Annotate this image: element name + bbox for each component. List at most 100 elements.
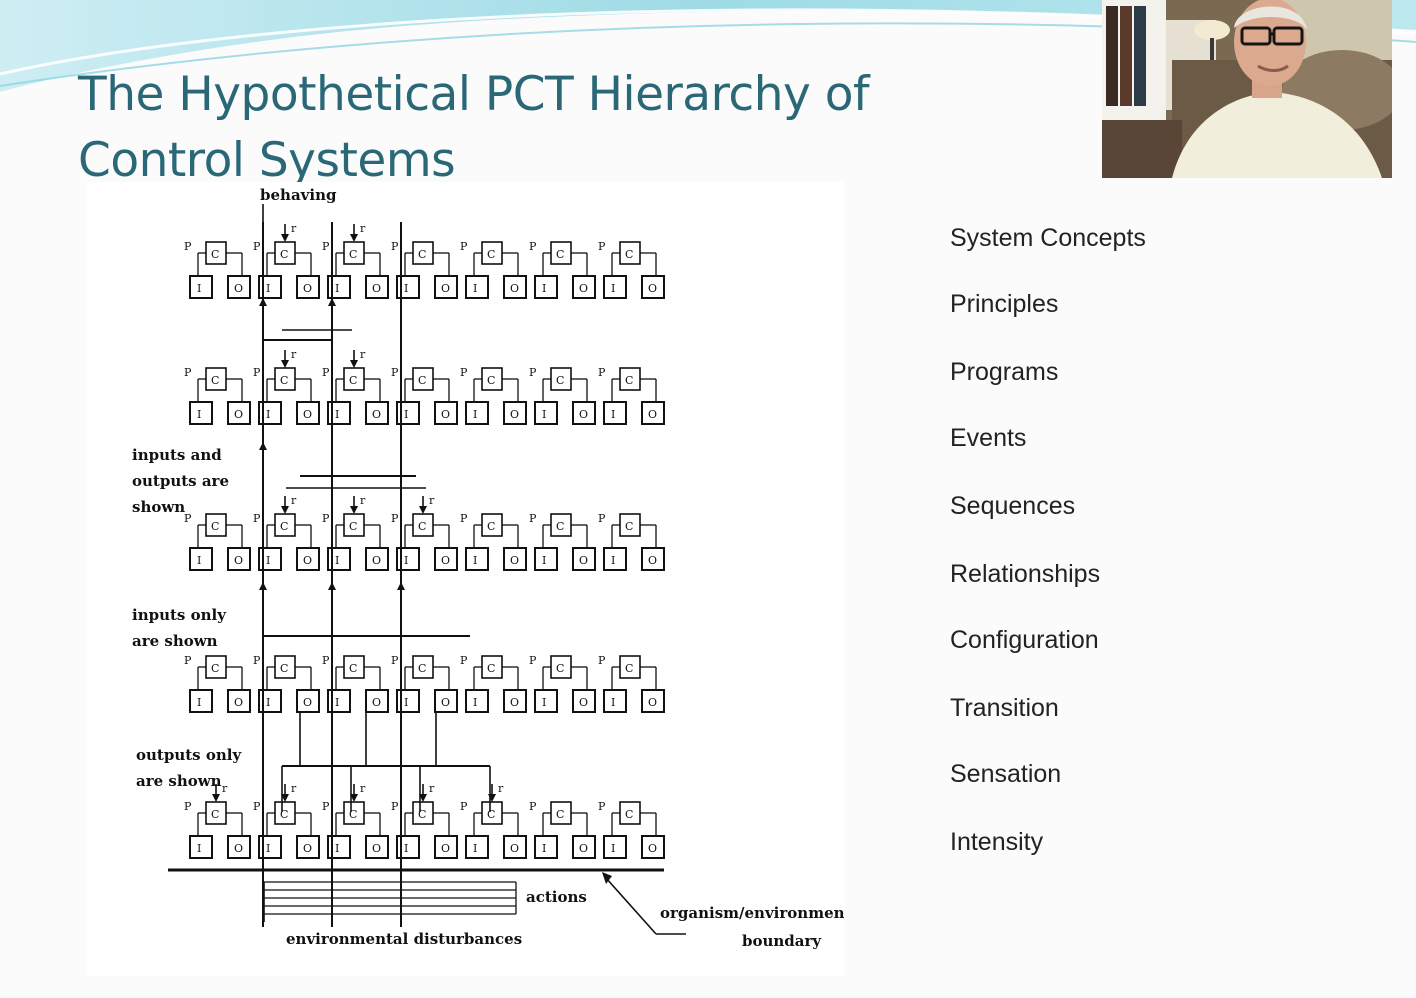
output-box xyxy=(572,689,596,713)
comparator-label: C xyxy=(349,520,357,533)
output-box xyxy=(434,275,458,299)
perception-label: P xyxy=(529,512,537,525)
outputs-only-shown-label: are shown xyxy=(136,772,222,790)
arrowhead xyxy=(281,234,289,242)
behaving-label: behaving xyxy=(260,186,337,204)
output-label: O xyxy=(234,554,243,567)
output-label: O xyxy=(372,696,381,709)
input-label: I xyxy=(611,408,615,421)
input-label: I xyxy=(404,408,408,421)
inputs-only-shown-label: inputs only xyxy=(132,606,227,624)
output-label: O xyxy=(510,554,519,567)
input-box xyxy=(534,547,558,571)
input-box xyxy=(327,547,351,571)
perception-label: P xyxy=(322,240,330,253)
comparator-label: C xyxy=(418,662,426,675)
output-label: O xyxy=(441,696,450,709)
output-label: O xyxy=(234,696,243,709)
perception-label: P xyxy=(184,512,192,525)
reference-label: r xyxy=(360,782,366,795)
hierarchy-level-item: Relationships xyxy=(950,560,1101,588)
slide-title: The Hypothetical PCT Hierarchy of Contro… xyxy=(78,62,978,194)
perception-label: P xyxy=(598,240,606,253)
comparator-label: C xyxy=(625,662,633,675)
input-label: I xyxy=(542,842,546,855)
perception-label: P xyxy=(322,512,330,525)
output-box xyxy=(641,275,665,299)
output-label: O xyxy=(579,842,588,855)
input-label: I xyxy=(611,282,615,295)
output-box xyxy=(572,835,596,859)
input-label: I xyxy=(266,696,270,709)
hierarchy-level-item: Sequences xyxy=(950,492,1076,520)
input-box xyxy=(534,275,558,299)
perception-label: P xyxy=(391,240,399,253)
output-box xyxy=(434,689,458,713)
reference-label: r xyxy=(429,782,435,795)
perception-label: P xyxy=(529,800,537,813)
input-label: I xyxy=(335,554,339,567)
output-label: O xyxy=(441,282,450,295)
perception-label: P xyxy=(184,654,192,667)
inputs-outputs-shown-label: shown xyxy=(132,498,185,516)
input-box xyxy=(465,547,489,571)
environmental-disturbances-label: environmental disturbances xyxy=(286,930,522,948)
comparator-label: C xyxy=(487,808,495,821)
input-box xyxy=(465,689,489,713)
input-label: I xyxy=(197,842,201,855)
hierarchy-level-item: Transition xyxy=(950,694,1059,722)
perception-label: P xyxy=(391,654,399,667)
input-box xyxy=(396,689,420,713)
output-box xyxy=(641,689,665,713)
arrowhead xyxy=(259,442,267,450)
input-label: I xyxy=(266,842,270,855)
output-box xyxy=(641,547,665,571)
comparator-label: C xyxy=(418,808,426,821)
input-label: I xyxy=(266,408,270,421)
output-box xyxy=(296,547,320,571)
output-label: O xyxy=(303,554,312,567)
pct-hierarchy-diagram: C P I O C P I O C P I O C P I O C P I O C P I O C P I O C P I O C P I O C P I O… xyxy=(86,182,844,976)
arrowhead xyxy=(350,794,358,802)
perception-label: P xyxy=(460,240,468,253)
perception-label: P xyxy=(184,800,192,813)
output-box xyxy=(503,401,527,425)
input-box xyxy=(396,401,420,425)
comparator-label: C xyxy=(487,248,495,261)
arrowhead xyxy=(350,234,358,242)
perception-label: P xyxy=(322,366,330,379)
output-label: O xyxy=(303,696,312,709)
output-label: O xyxy=(579,408,588,421)
perception-label: P xyxy=(391,512,399,525)
output-box xyxy=(641,401,665,425)
input-label: I xyxy=(266,554,270,567)
reference-label: r xyxy=(360,348,366,361)
output-box xyxy=(296,835,320,859)
output-label: O xyxy=(234,282,243,295)
perception-label: P xyxy=(253,800,261,813)
input-box xyxy=(327,689,351,713)
arrowhead xyxy=(212,794,220,802)
input-box xyxy=(189,689,213,713)
input-label: I xyxy=(542,282,546,295)
perception-label: P xyxy=(253,654,261,667)
perception-label: P xyxy=(598,512,606,525)
perception-label: P xyxy=(322,654,330,667)
output-label: O xyxy=(372,842,381,855)
comparator-label: C xyxy=(211,374,219,387)
comparator-label: C xyxy=(487,374,495,387)
output-box xyxy=(227,689,251,713)
webcam-video-feed xyxy=(1102,0,1392,178)
input-label: I xyxy=(404,282,408,295)
arrowhead xyxy=(419,506,427,514)
input-box xyxy=(465,401,489,425)
output-label: O xyxy=(303,282,312,295)
comparator-label: C xyxy=(418,374,426,387)
perception-label: P xyxy=(391,366,399,379)
reference-label: r xyxy=(498,782,504,795)
input-box xyxy=(534,689,558,713)
comparator-label: C xyxy=(556,374,564,387)
input-label: I xyxy=(404,554,408,567)
output-box xyxy=(503,547,527,571)
comparator-label: C xyxy=(349,248,357,261)
